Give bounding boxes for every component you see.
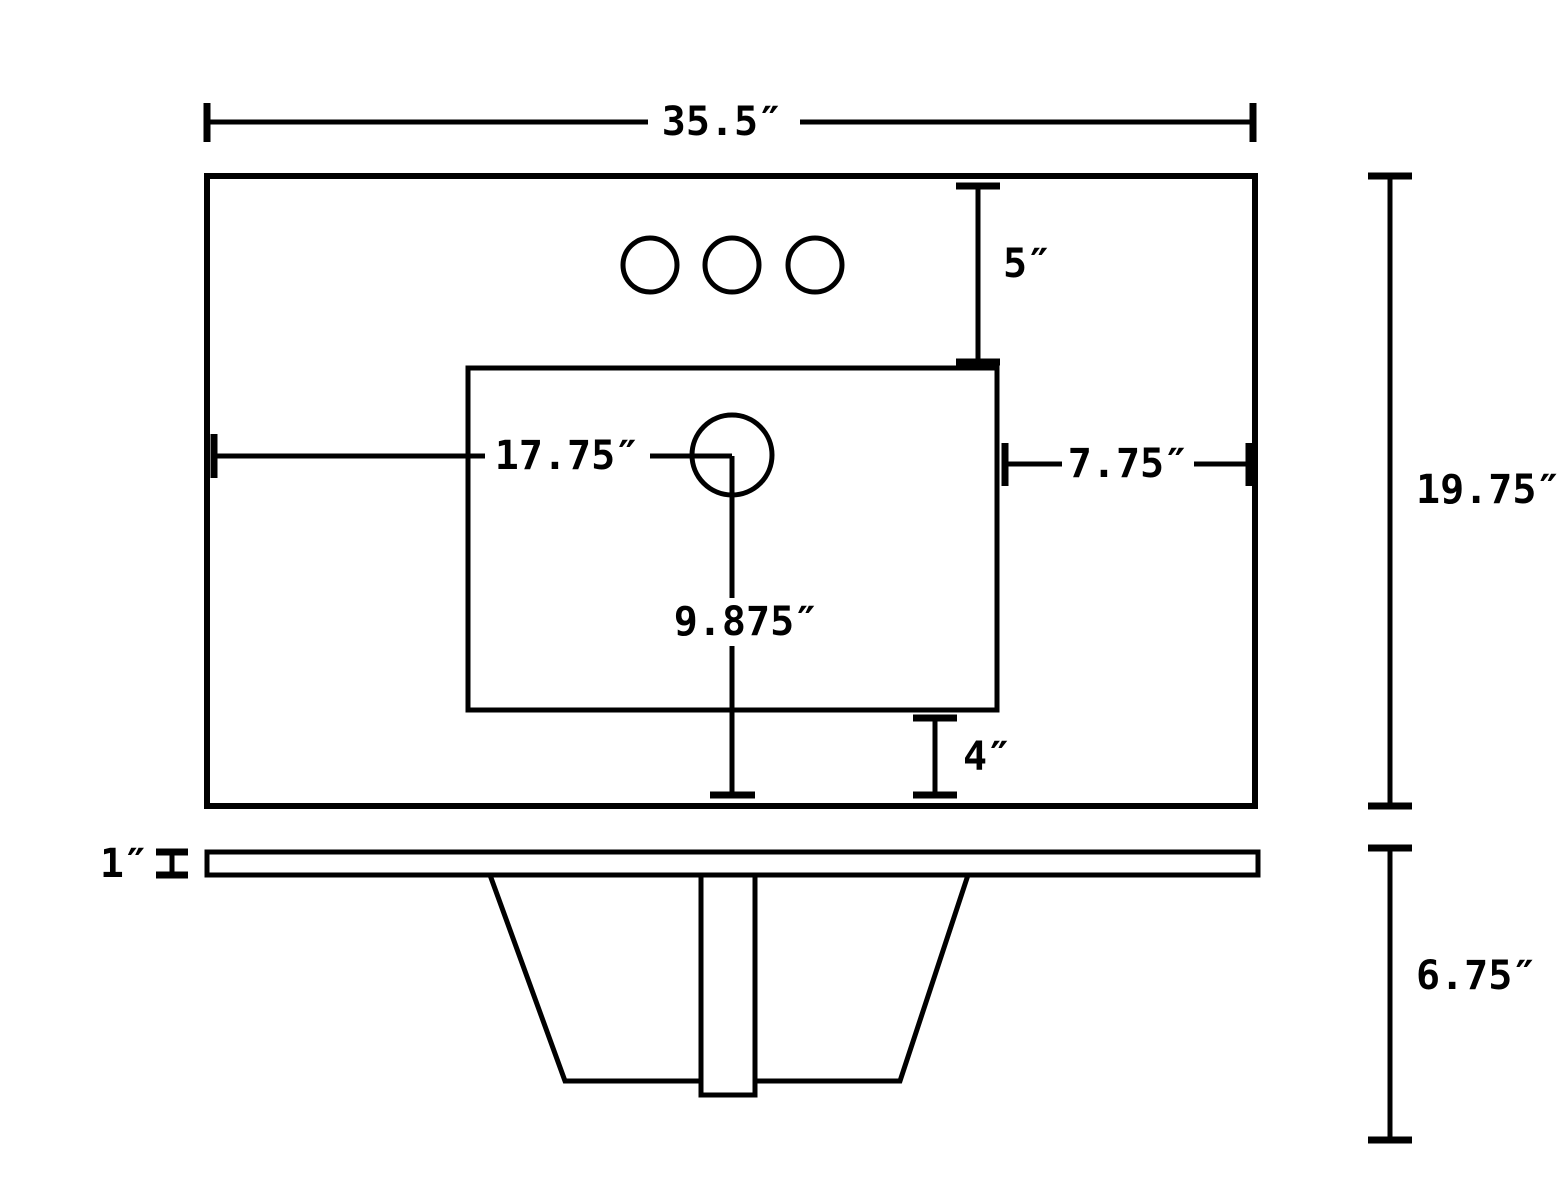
dim-basin-right-gap (1001, 443, 1253, 486)
dim-overall-depth (1368, 172, 1412, 810)
dim-deck-thickness (156, 848, 188, 879)
drain-pipe-profile (698, 872, 758, 1098)
dim-basin-front-gap (913, 714, 957, 799)
dim-bowl-depth (1368, 844, 1412, 1144)
label-overall-depth: 19.75″ (1416, 467, 1557, 513)
faucet-hole-center-icon (702, 235, 762, 295)
dim-overall-width (203, 103, 1257, 142)
label-deck-thickness: 1″ (100, 841, 148, 887)
label-bowl-depth: 6.75″ (1416, 953, 1536, 999)
dim-drain-from-left (210, 434, 732, 478)
label-overall-width: 35.5″ (662, 99, 782, 145)
label-basin-front-gap: 4″ (963, 734, 1011, 780)
label-faucet-inset: 5″ (1003, 241, 1051, 287)
deck-profile (204, 849, 1261, 878)
label-basin-right-gap: 7.75″ (1068, 441, 1188, 487)
faucet-hole-right-icon (785, 235, 845, 295)
dim-drain-from-front (710, 456, 755, 799)
faucet-hole-left-icon (620, 235, 680, 295)
label-drain-from-front: 9.875″ (674, 599, 819, 645)
side-view (204, 849, 1261, 1098)
dim-faucet-inset (956, 182, 1000, 366)
countertop-outline (204, 173, 1258, 809)
label-drain-from-left: 17.75″ (495, 433, 640, 479)
